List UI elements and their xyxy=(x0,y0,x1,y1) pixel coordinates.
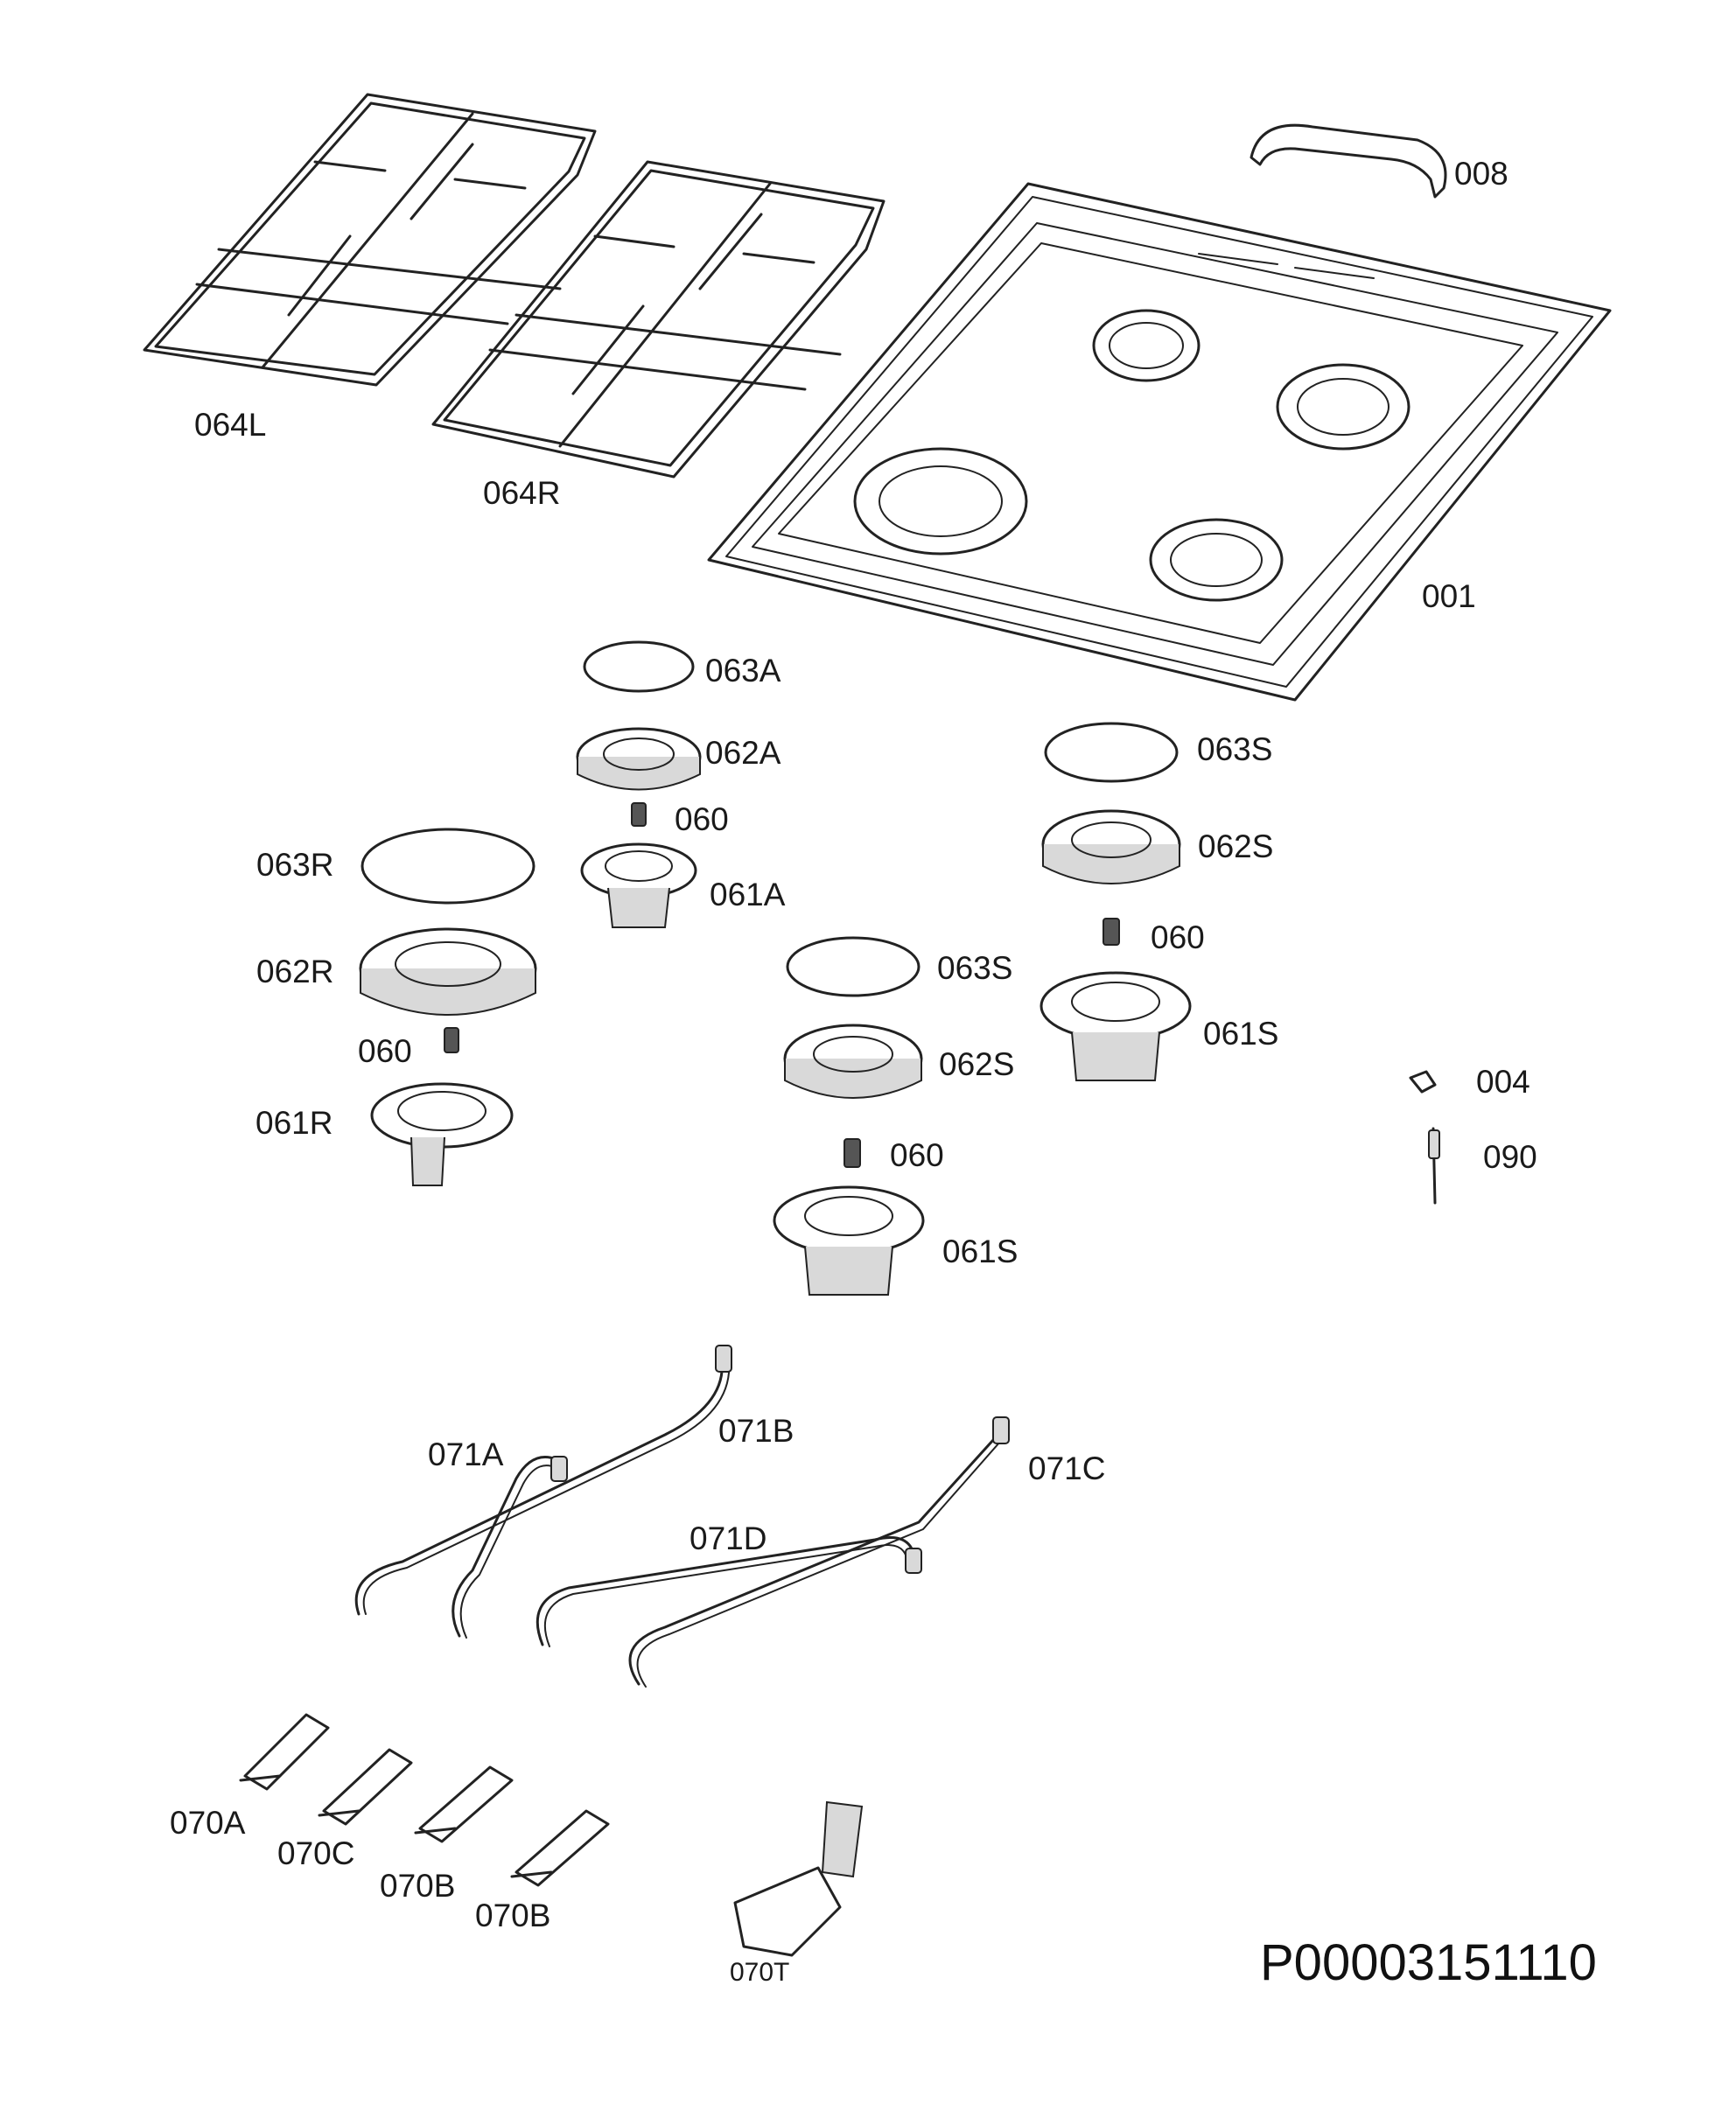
gas-pipes xyxy=(354,1345,1010,1688)
clip-part xyxy=(1409,1070,1437,1094)
label-064r: 064R xyxy=(483,475,561,511)
hob-top-plate xyxy=(707,182,1612,702)
label-071c: 071C xyxy=(1028,1450,1106,1486)
label-001: 001 xyxy=(1422,578,1476,614)
burner-a-stack xyxy=(576,640,702,928)
thermocouple-part xyxy=(1428,1127,1440,1205)
label-070a: 070A xyxy=(170,1805,246,1841)
gas-valves xyxy=(239,1713,864,1957)
label-090: 090 xyxy=(1483,1139,1537,1175)
label-060-r: 060 xyxy=(358,1033,412,1069)
label-063s-right: 063S xyxy=(1197,731,1273,767)
label-061r: 061R xyxy=(256,1105,333,1141)
label-062s-mid: 062S xyxy=(939,1046,1015,1082)
label-070c: 070C xyxy=(277,1835,355,1871)
hob-handle-part xyxy=(1250,123,1447,199)
label-070b-2: 070B xyxy=(475,1898,551,1933)
burner-s-right-stack xyxy=(1040,722,1192,1081)
label-071b: 071B xyxy=(718,1413,794,1449)
label-062s-right: 062S xyxy=(1198,828,1274,864)
label-071a: 071A xyxy=(428,1436,504,1472)
label-070t: 070T xyxy=(730,1958,790,1987)
label-060-s-mid: 060 xyxy=(890,1137,944,1173)
burner-s-mid-stack xyxy=(773,936,925,1296)
label-061s-mid: 061S xyxy=(942,1234,1018,1269)
pan-support-right xyxy=(431,160,886,479)
label-070b-1: 070B xyxy=(380,1868,456,1904)
label-060-s-right: 060 xyxy=(1151,919,1205,955)
pan-support-left xyxy=(143,93,597,387)
label-063s-mid: 063S xyxy=(937,950,1013,986)
label-004: 004 xyxy=(1476,1064,1530,1100)
label-064l: 064L xyxy=(194,407,267,443)
burner-r-stack xyxy=(359,828,537,1186)
label-063a: 063A xyxy=(705,653,781,689)
label-062a: 062A xyxy=(705,735,781,771)
label-061s-right: 061S xyxy=(1203,1016,1279,1052)
label-061a: 061A xyxy=(710,877,786,912)
document-id: P00003151110 xyxy=(1260,1934,1597,1991)
label-060-a: 060 xyxy=(675,801,729,837)
label-062r: 062R xyxy=(256,954,334,989)
label-071d: 071D xyxy=(690,1520,767,1556)
label-008: 008 xyxy=(1454,156,1508,192)
label-063r: 063R xyxy=(256,847,334,883)
